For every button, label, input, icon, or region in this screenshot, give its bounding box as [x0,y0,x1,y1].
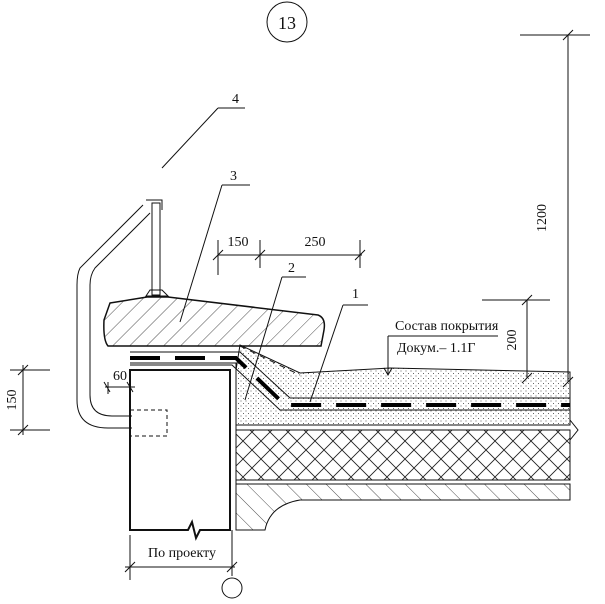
dim-150-left: 150 [5,390,20,411]
axis-marker [221,577,243,599]
callout-label: 1 [352,287,359,302]
dim-250: 250 [305,235,326,250]
callout-label: 3 [230,169,237,184]
roofing-layers [130,344,571,426]
dimension-150-250: 150 250 [212,235,366,275]
dimension-60: 60 [103,369,135,394]
note-line-1: Состав покрытия [395,319,499,334]
insulation-layer [235,429,571,481]
dim-60: 60 [113,369,127,384]
callout-1: 1 [309,287,368,403]
callout-4: 4 [161,92,245,169]
node-number-marker: 13 [266,1,308,43]
parapet-wall [129,362,237,541]
dim-150-top: 150 [228,235,249,250]
callout-2: 2 [244,261,306,401]
callout-label: 2 [288,261,295,276]
concrete-slab [235,483,571,531]
dimension-1200: 1200 [520,29,590,388]
dimension-150-left: 150 [5,364,50,436]
dimension-by-project: По проекту [124,530,243,599]
railing [76,199,170,437]
roof-composition-note: Состав покрытия Докум.– 1.1Г [383,319,499,377]
dim-by-project: По проекту [148,546,216,561]
callout-label: 4 [232,92,239,107]
dimension-200: 200 [482,294,550,384]
callout-3: 3 [179,169,250,323]
node-number: 13 [278,13,296,33]
note-line-2: Докум.– 1.1Г [397,341,475,356]
coping-stone [103,296,326,347]
dim-1200: 1200 [535,204,550,232]
dim-200: 200 [505,330,520,351]
